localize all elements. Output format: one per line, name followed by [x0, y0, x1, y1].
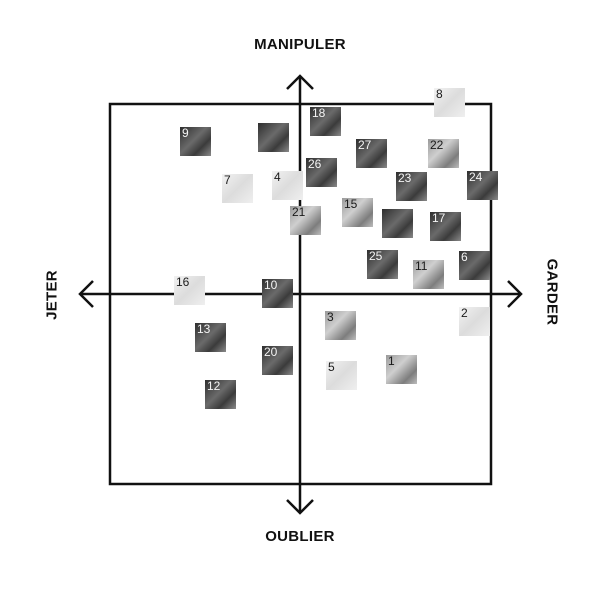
tile-number: 2 — [461, 307, 468, 320]
axis-label-manipuler: MANIPULER — [254, 36, 346, 53]
tile-number: 20 — [264, 346, 278, 359]
tile-number: 10 — [264, 279, 278, 292]
tile-number: 17 — [432, 212, 446, 225]
tile-number: 24 — [469, 171, 483, 184]
tile-number: 5 — [328, 361, 335, 374]
image-tile: 11 — [413, 260, 444, 289]
tile-number: 6 — [461, 251, 468, 264]
arrow-down-icon — [286, 499, 314, 515]
image-tile: 17 — [430, 212, 461, 241]
arrow-left-icon — [78, 280, 94, 308]
image-tile: 15 — [342, 198, 373, 227]
image-tile: 24 — [467, 171, 498, 200]
image-tile: 12 — [205, 380, 236, 409]
tile-number: 21 — [292, 206, 306, 219]
image-tile — [258, 123, 289, 152]
image-tile: 1 — [386, 355, 417, 384]
image-tile: 9 — [180, 127, 211, 156]
axis-label-jeter: JETER — [43, 270, 61, 320]
axis-label-garder: GARDER — [543, 258, 561, 326]
image-tile: 7 — [222, 174, 253, 203]
image-tile: 13 — [195, 323, 226, 352]
tile-number: 22 — [430, 139, 444, 152]
image-tile: 6 — [459, 251, 490, 280]
image-tile: 4 — [272, 171, 303, 200]
image-tile: 5 — [326, 361, 357, 390]
image-tile: 16 — [174, 276, 205, 305]
tile-number: 13 — [197, 323, 211, 336]
axis-label-oublier: OUBLIER — [265, 528, 335, 545]
arrow-right-icon — [507, 280, 523, 308]
tile-number: 4 — [274, 171, 281, 184]
image-tile: 2 — [459, 307, 490, 336]
image-tile — [382, 209, 413, 238]
image-tile: 3 — [325, 311, 356, 340]
tile-number: 1 — [388, 355, 395, 368]
tile-number: 26 — [308, 158, 322, 171]
tile-number: 25 — [369, 250, 383, 263]
tile-number: 16 — [176, 276, 190, 289]
tile-number: 27 — [358, 139, 372, 152]
tile-number: 11 — [415, 260, 428, 273]
tile-number: 18 — [312, 107, 326, 120]
image-tile: 26 — [306, 158, 337, 187]
image-tile: 25 — [367, 250, 398, 279]
arrow-up-icon — [286, 74, 314, 90]
tile-number: 7 — [224, 174, 231, 187]
image-tile: 8 — [434, 88, 465, 117]
tile-number: 23 — [398, 172, 412, 185]
tile-number: 3 — [327, 311, 334, 324]
image-tile: 10 — [262, 279, 293, 308]
tile-number: 12 — [207, 380, 221, 393]
tile-number: 8 — [436, 88, 443, 101]
image-tile: 21 — [290, 206, 321, 235]
image-tile: 18 — [310, 107, 341, 136]
image-tile: 20 — [262, 346, 293, 375]
image-tile: 22 — [428, 139, 459, 168]
image-tile: 27 — [356, 139, 387, 168]
tile-number: 15 — [344, 198, 358, 211]
tile-number: 9 — [182, 127, 189, 140]
image-tile: 23 — [396, 172, 427, 201]
